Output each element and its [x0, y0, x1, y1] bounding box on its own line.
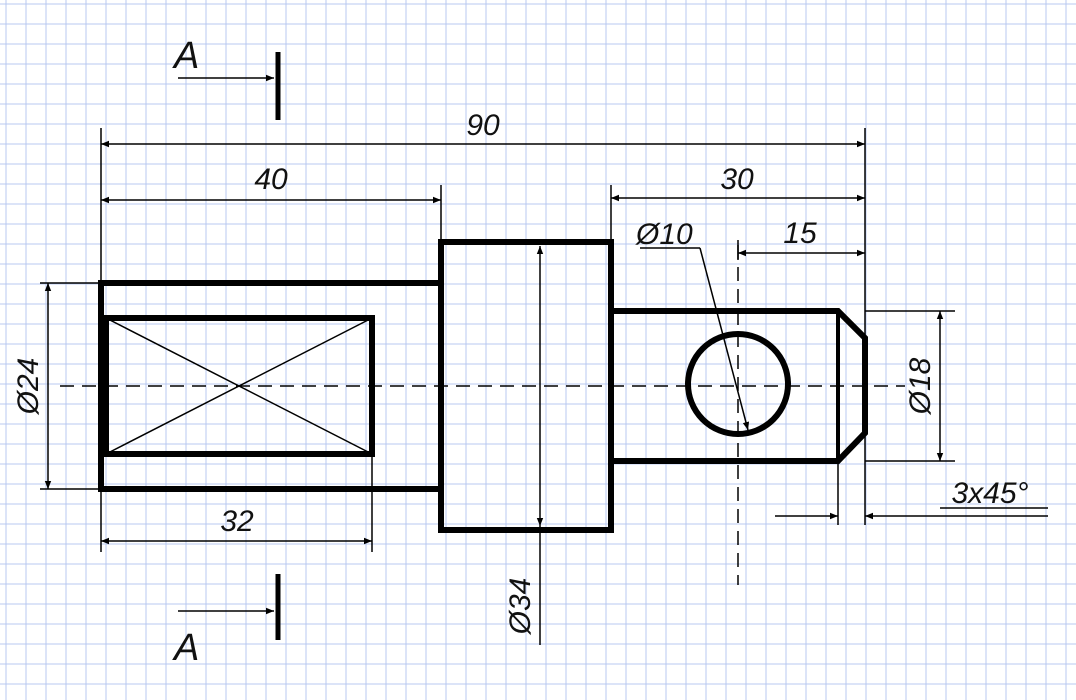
hole-diameter-label: Ø10 — [635, 218, 693, 251]
left-diameter-label: Ø24 — [12, 358, 45, 416]
chamfer-label: 3x45° — [951, 477, 1028, 510]
cross-hole-circle — [685, 331, 791, 437]
total-length-label: 90 — [466, 109, 500, 142]
collar-diameter-label: Ø34 — [504, 578, 537, 636]
section-marker-top — [178, 52, 281, 120]
section-label-bottom: A — [172, 627, 199, 669]
hole-offset-label: 15 — [783, 217, 817, 250]
right-diameter-label: Ø18 — [904, 357, 937, 415]
hole-diameter-leader-line — [699, 247, 750, 431]
collar-outline — [438, 239, 614, 533]
square-flat-outline — [103, 315, 375, 457]
section-marker-bottom — [178, 574, 281, 640]
right-length-label: 30 — [720, 163, 754, 196]
square-length-label: 32 — [220, 505, 254, 538]
left-length-label: 40 — [254, 163, 288, 196]
section-label-top: A — [172, 35, 199, 77]
flat-cross-line — [105, 317, 373, 455]
